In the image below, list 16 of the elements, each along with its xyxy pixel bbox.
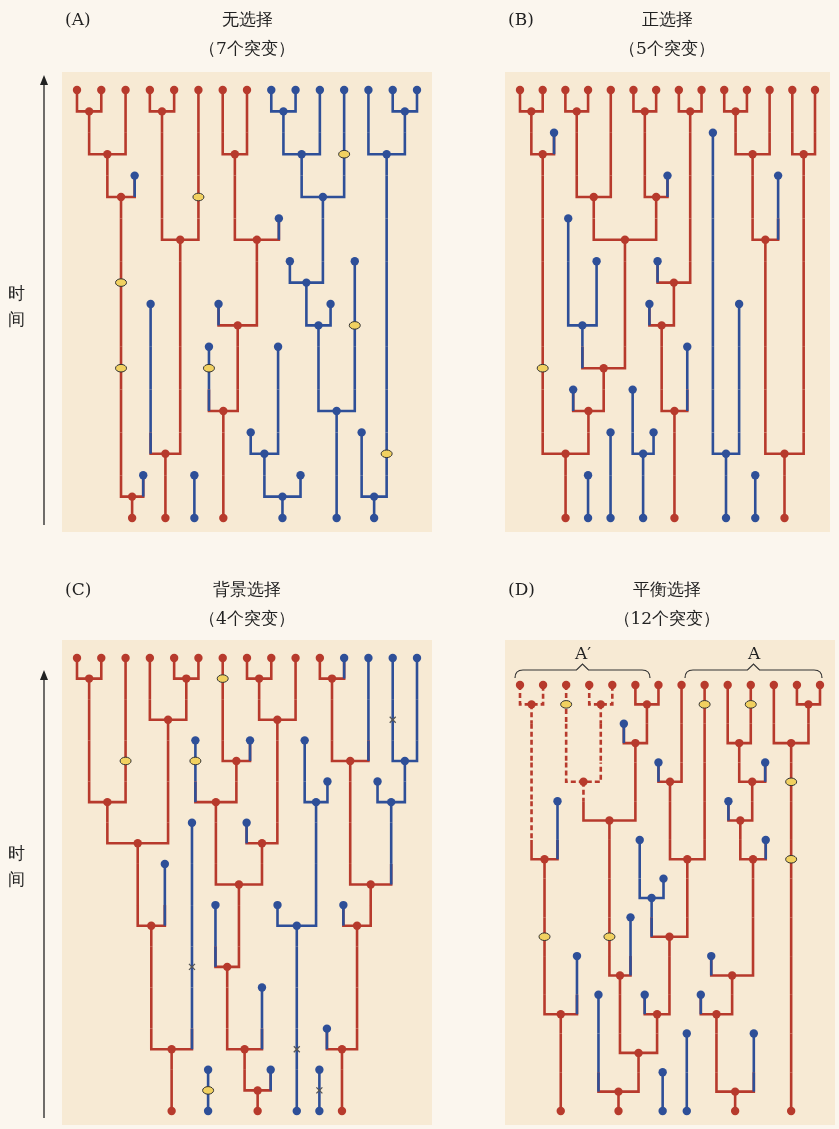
panel-title: 无选择 (221, 8, 273, 30)
bracket-label: A (748, 642, 761, 664)
panel-letter: (B) (508, 8, 534, 30)
panel-title: 正选择 (641, 8, 693, 30)
mutation-count: （12个突变） (613, 607, 721, 629)
mutation-count: （4个突变） (199, 607, 295, 629)
panel-title: 平衡选择 (633, 578, 701, 600)
mutation-count: （5个突变） (619, 37, 715, 59)
panel-letter: (A) (65, 8, 91, 30)
bracket-label: A′ (575, 642, 592, 664)
mutation-count: （7个突变） (199, 37, 295, 59)
axis-label: 时间 (8, 842, 26, 891)
panel-letter: (C) (65, 578, 92, 600)
axis-label: 时间 (8, 282, 26, 331)
panel-letter: (D) (508, 578, 535, 600)
panel-title: 背景选择 (213, 578, 281, 600)
